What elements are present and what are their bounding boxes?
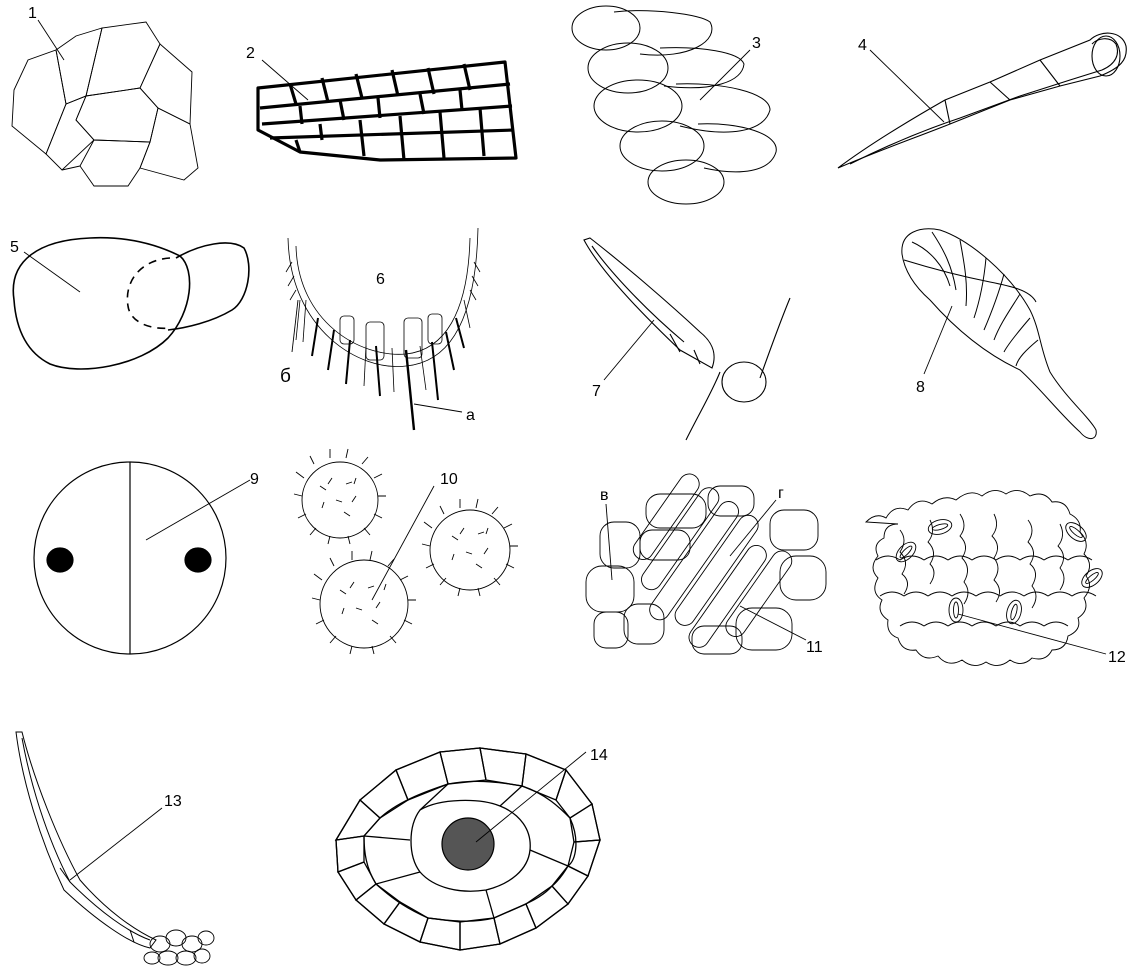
label-14: 14 <box>590 747 608 764</box>
label-13: 13 <box>164 793 182 810</box>
leader-6a <box>414 404 462 412</box>
label-7: 7 <box>592 383 601 400</box>
leader-8 <box>924 306 952 374</box>
label-5: 5 <box>10 239 19 256</box>
panel-11-mixed-cells <box>586 470 826 665</box>
leader-11 <box>740 606 806 640</box>
label-6a: а <box>466 407 475 424</box>
leader-11v <box>606 504 612 580</box>
panel-8-segmented-hair <box>902 229 1096 439</box>
panel-10-spiny-grains <box>294 449 518 654</box>
label-11v: в <box>600 487 609 504</box>
panel-3-oval-cells <box>572 6 776 204</box>
label-10: 10 <box>440 471 458 488</box>
panel-6-hair-arc <box>286 228 480 430</box>
label-4: 4 <box>858 37 867 54</box>
leader-1 <box>38 20 64 60</box>
leader-13 <box>70 808 162 880</box>
leader-14 <box>476 752 586 842</box>
label-3: 3 <box>752 35 761 52</box>
label-12: 12 <box>1108 649 1126 666</box>
label-1: 1 <box>28 5 37 22</box>
label-6: 6 <box>376 271 385 288</box>
panel-5-overlapping-cells <box>13 238 249 369</box>
leader-5 <box>24 252 80 292</box>
panel-7-hair-basal-cells <box>584 238 790 440</box>
panel-13-long-hair <box>16 732 214 965</box>
label-11: 11 <box>806 639 823 656</box>
rosette-center <box>442 818 494 870</box>
label-6b: б <box>280 366 291 387</box>
panel-2-thick-walled-cells <box>258 62 516 160</box>
leader-9 <box>146 480 250 540</box>
panel-4-multicellular-hair <box>838 33 1126 168</box>
panel-9-divided-circle <box>34 462 226 654</box>
label-9: 9 <box>250 471 259 488</box>
label-2: 2 <box>246 45 255 62</box>
leader-3 <box>700 50 750 100</box>
leader-2 <box>262 60 308 100</box>
label-8: 8 <box>916 379 925 396</box>
panel-1-polygonal-cells <box>12 22 198 186</box>
leader-12 <box>958 614 1106 654</box>
label-11g: г <box>778 485 784 502</box>
leader-4 <box>870 50 944 122</box>
panel-12-epidermis-stomata <box>866 490 1106 665</box>
leader-7 <box>604 320 654 380</box>
